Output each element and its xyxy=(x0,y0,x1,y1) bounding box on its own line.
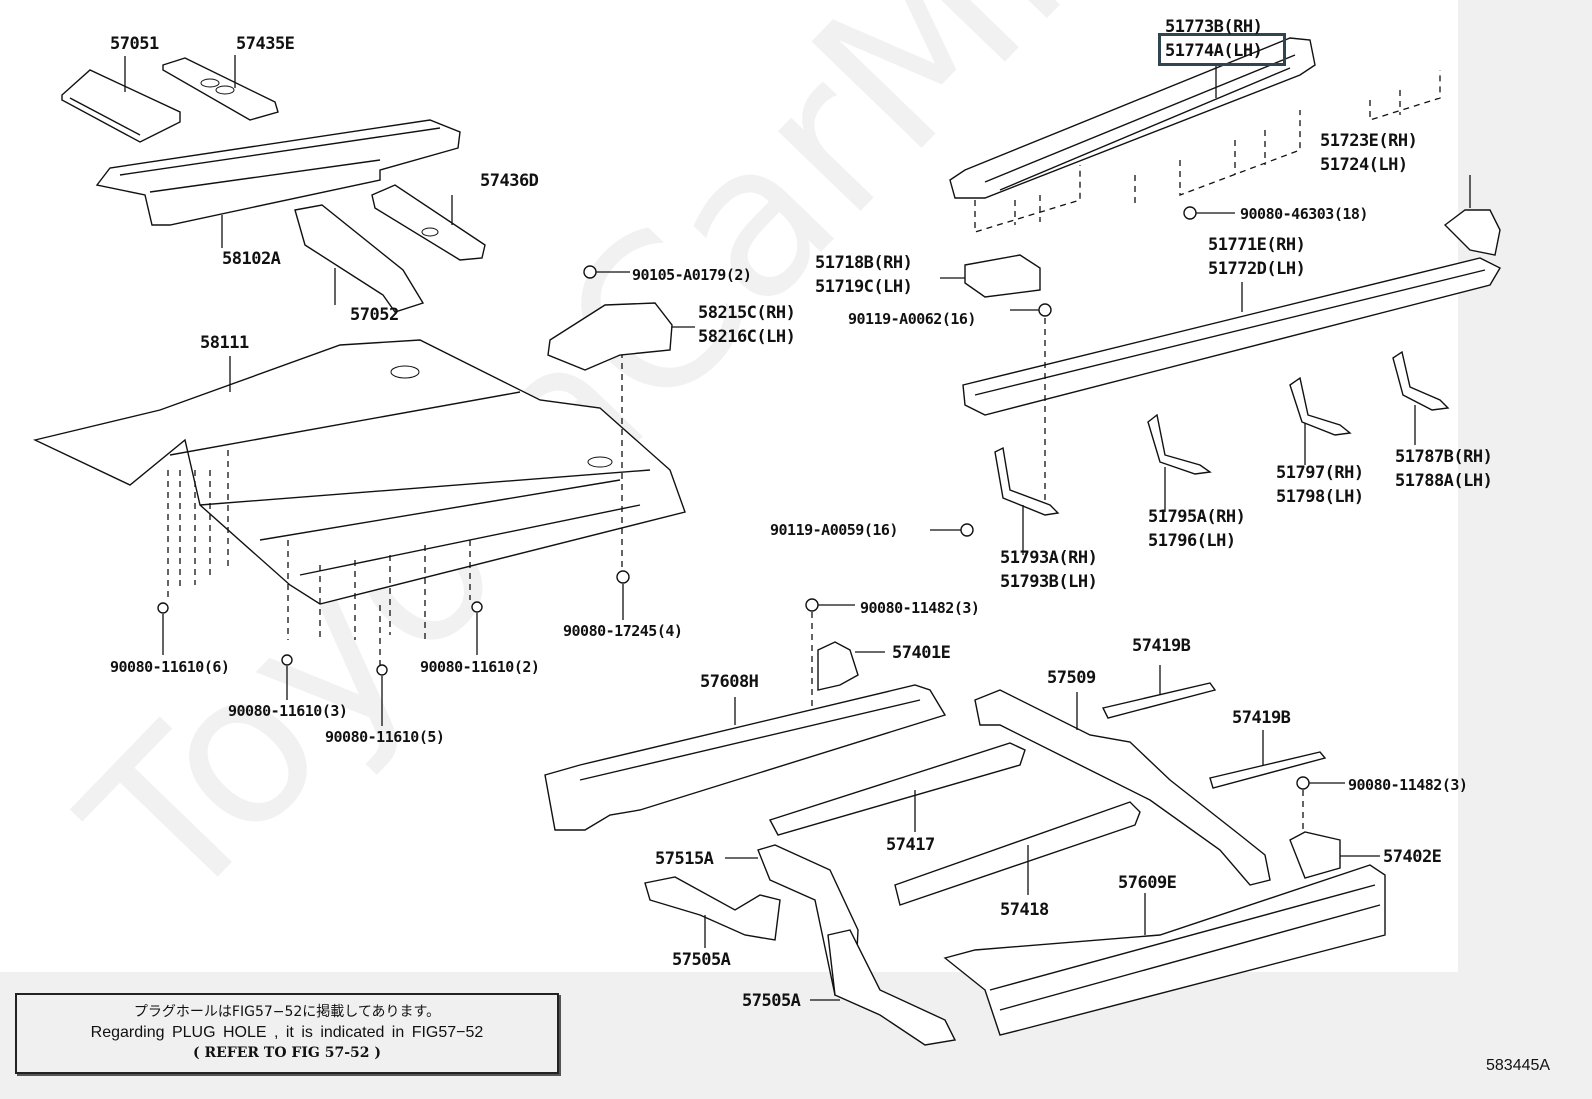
label-57419B-a[interactable]: 57419B xyxy=(1132,636,1191,656)
part-57505A-b-shape[interactable] xyxy=(827,929,957,1046)
clip-90080-17245[interactable] xyxy=(616,570,630,620)
label-90080-11610-6[interactable]: 90080-11610(6) xyxy=(110,658,230,676)
label-90080-11610-3[interactable]: 90080-11610(3) xyxy=(228,702,348,720)
label-57505A-b[interactable]: 57505A xyxy=(742,991,801,1011)
label-57609E[interactable]: 57609E xyxy=(1118,873,1177,893)
part-58102A-shape[interactable] xyxy=(95,119,461,226)
bolt-90080-11610-3[interactable] xyxy=(281,654,293,700)
label-51797[interactable]: 51797(RH) xyxy=(1276,463,1364,483)
label-51798[interactable]: 51798(LH) xyxy=(1276,487,1364,507)
part-57509-shape[interactable] xyxy=(974,689,1271,886)
label-51719C[interactable]: 51719C(LH) xyxy=(815,277,913,297)
bolt-90080-11482-b[interactable] xyxy=(1296,776,1345,790)
label-90119-A0059[interactable]: 90119-A0059(16) xyxy=(770,521,898,539)
label-57435E[interactable]: 57435E xyxy=(236,34,295,54)
label-57608H[interactable]: 57608H xyxy=(700,672,759,692)
label-57417[interactable]: 57417 xyxy=(886,835,935,855)
label-51793A[interactable]: 51793A(RH) xyxy=(1000,548,1098,568)
label-51771E[interactable]: 51771E(RH) xyxy=(1208,235,1306,255)
label-51793B[interactable]: 51793B(LH) xyxy=(1000,572,1098,592)
label-57509[interactable]: 57509 xyxy=(1047,668,1096,688)
label-57418[interactable]: 57418 xyxy=(1000,900,1049,920)
label-57419B-b[interactable]: 57419B xyxy=(1232,708,1291,728)
label-90119-A0062[interactable]: 90119-A0062(16) xyxy=(848,310,976,328)
part-57402E-shape[interactable] xyxy=(1289,831,1341,879)
label-57401E[interactable]: 57401E xyxy=(892,643,951,663)
part-51795A-shape[interactable] xyxy=(1147,413,1212,475)
label-90080-46303[interactable]: 90080-46303(18) xyxy=(1240,205,1368,223)
highlight-box-51774A xyxy=(1158,33,1286,66)
part-57052-shape[interactable] xyxy=(294,204,425,313)
dashed-guides-floor xyxy=(167,330,623,670)
label-57515A[interactable]: 57515A xyxy=(655,849,714,869)
part-51793A-shape[interactable] xyxy=(994,446,1060,516)
label-51723E[interactable]: 51723E(RH) xyxy=(1320,131,1418,151)
label-58216C[interactable]: 58216C(LH) xyxy=(698,327,796,347)
label-51787B[interactable]: 51787B(RH) xyxy=(1395,447,1493,467)
part-51771E-shape[interactable] xyxy=(962,257,1501,416)
label-57505A-a[interactable]: 57505A xyxy=(672,950,731,970)
label-90080-11610-2[interactable]: 90080-11610(2) xyxy=(420,658,540,676)
part-57419B-b-shape[interactable] xyxy=(1209,751,1327,789)
bolt-90080-11482-a[interactable] xyxy=(805,598,855,612)
part-57435E-shape[interactable] xyxy=(162,57,279,121)
note-reference-link[interactable]: ( REFER TO FIG 57-52 ) xyxy=(192,1045,381,1061)
label-51788A[interactable]: 51788A(LH) xyxy=(1395,471,1493,491)
label-51795A[interactable]: 51795A(RH) xyxy=(1148,507,1246,527)
note-japanese: プラグホールはFIG57−52に掲載してあります。 xyxy=(133,1004,441,1020)
bolt-90105-A0179[interactable] xyxy=(583,265,630,279)
part-57417-shape[interactable] xyxy=(768,742,1026,836)
label-90080-11482-b[interactable]: 90080-11482(3) xyxy=(1348,776,1468,794)
part-51797-shape[interactable] xyxy=(1289,376,1352,436)
label-90105-A0179[interactable]: 90105-A0179(2) xyxy=(632,266,752,284)
part-57051-shape[interactable] xyxy=(61,69,181,143)
part-57419B-a-shape[interactable] xyxy=(1101,682,1217,719)
part-58111-shape[interactable] xyxy=(32,339,686,605)
clip-90080-46303[interactable] xyxy=(1183,206,1235,220)
label-51724[interactable]: 51724(LH) xyxy=(1320,155,1408,175)
part-57608H-shape[interactable] xyxy=(544,684,947,831)
label-57051[interactable]: 57051 xyxy=(110,34,159,54)
figure-code: 583445A xyxy=(1486,1057,1551,1074)
part-51718B-shape[interactable] xyxy=(964,254,1041,298)
part-51787B-shape[interactable] xyxy=(1392,350,1450,411)
label-51773B[interactable]: 51773B(RH) xyxy=(1165,17,1263,37)
label-51774A[interactable]: 51774A(LH) xyxy=(1165,41,1263,61)
label-90080-17245[interactable]: 90080-17245(4) xyxy=(563,622,683,640)
label-58111[interactable]: 58111 xyxy=(200,333,249,353)
bolt-90080-11610-2[interactable] xyxy=(471,601,483,655)
dashed-guides-moulding xyxy=(974,70,1441,233)
part-57436D-shape[interactable] xyxy=(371,184,486,261)
part-57401E-shape[interactable] xyxy=(817,641,859,691)
plug-hole-note: プラグホールはFIG57−52に掲載してあります。 Regarding PLUG… xyxy=(15,993,559,1074)
label-51796[interactable]: 51796(LH) xyxy=(1148,531,1236,551)
label-57402E[interactable]: 57402E xyxy=(1383,847,1442,867)
label-57436D[interactable]: 57436D xyxy=(480,171,539,191)
part-57609E-shape[interactable] xyxy=(943,864,1386,1036)
part-57418-shape[interactable] xyxy=(894,801,1141,906)
note-english: Regarding PLUG HOLE , it is indicated in… xyxy=(90,1024,484,1041)
bolt-90119-A0059[interactable] xyxy=(930,523,974,537)
label-90080-11482-a[interactable]: 90080-11482(3) xyxy=(860,599,980,617)
label-51718B[interactable]: 51718B(RH) xyxy=(815,253,913,273)
label-51772D[interactable]: 51772D(LH) xyxy=(1208,259,1306,279)
part-51723E-shape[interactable] xyxy=(1443,209,1501,256)
label-58215C[interactable]: 58215C(RH) xyxy=(698,303,796,323)
label-58102A[interactable]: 58102A xyxy=(222,249,281,269)
part-58215C-shape[interactable] xyxy=(547,302,673,371)
part-51774A-shape[interactable] xyxy=(949,37,1316,199)
label-57052[interactable]: 57052 xyxy=(350,305,399,325)
bolt-90080-11610-6[interactable] xyxy=(157,602,169,655)
bolt-90119-A0062[interactable] xyxy=(1010,303,1052,317)
label-90080-11610-5[interactable]: 90080-11610(5) xyxy=(325,728,445,746)
part-57505A-a-shape[interactable] xyxy=(644,876,781,941)
bolt-90080-11610-5[interactable] xyxy=(376,664,388,726)
